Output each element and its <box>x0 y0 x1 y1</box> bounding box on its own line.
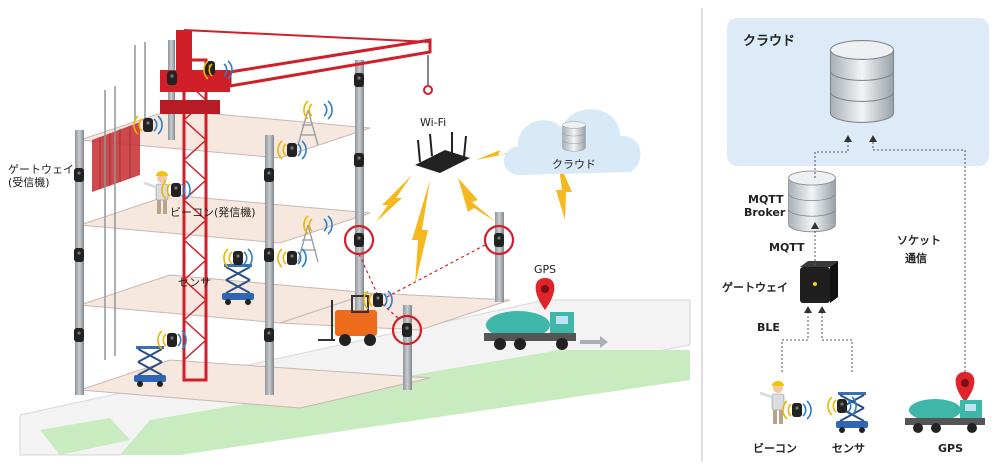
gps-label-left: GPS <box>534 263 556 276</box>
wireless-links <box>376 145 572 285</box>
gateway-label-2: (受信機) <box>8 175 50 189</box>
socket-label-2: 通信 <box>905 251 927 265</box>
socket-label-1: ソケット <box>897 234 941 247</box>
floor-2 <box>79 194 371 244</box>
cloud-left: クラウド <box>503 109 641 175</box>
gps-label-right: GPS <box>938 442 963 455</box>
ground-grass <box>120 350 690 455</box>
ground-grass-2 <box>40 418 130 455</box>
gateway-device-icon <box>800 261 838 303</box>
beacon-label-left: ビーコン(発信機) <box>170 205 256 219</box>
sensor-label-left: センサ <box>178 276 211 289</box>
wifi-label: Wi-Fi <box>420 116 446 129</box>
safety-net <box>92 122 140 192</box>
mqtt-broker-label-2: Broker <box>744 206 786 219</box>
scaffold <box>104 42 146 360</box>
connectors <box>781 140 966 372</box>
ble-label: BLE <box>757 321 780 334</box>
wifi-router <box>415 132 470 173</box>
mqtt-broker-icon <box>788 170 836 233</box>
beacon-device-right <box>758 379 812 426</box>
forklift <box>318 290 393 346</box>
tower-crane <box>160 29 433 382</box>
arrowheads <box>804 135 877 313</box>
gateway-label-1: ゲートウェイ <box>8 163 74 176</box>
scissorlift-floor2 <box>221 248 255 306</box>
sensor-device-right <box>827 391 869 434</box>
gateway-highlights <box>343 224 515 346</box>
construction-scene: Wi-Fi クラウド GPS <box>8 29 691 456</box>
floor-ground <box>79 359 431 409</box>
cloud-database-icon <box>829 40 895 123</box>
gps-pin-left <box>535 278 555 310</box>
mqtt-label: MQTT <box>769 241 805 254</box>
gps-device-right <box>905 372 985 433</box>
cloud-left-label: クラウド <box>552 158 596 171</box>
mqtt-broker-label-1: MQTT <box>748 193 784 206</box>
mixer-truck <box>484 311 608 350</box>
gateway-label-right: ゲートウェイ <box>722 280 788 294</box>
cloud-title: クラウド <box>743 34 795 49</box>
architecture-panel: クラウド MQTT Broker ゲートウェイ <box>722 18 989 455</box>
beacon-label-right: ビーコン <box>753 441 797 455</box>
sensor-label-right: センサ <box>832 442 865 455</box>
